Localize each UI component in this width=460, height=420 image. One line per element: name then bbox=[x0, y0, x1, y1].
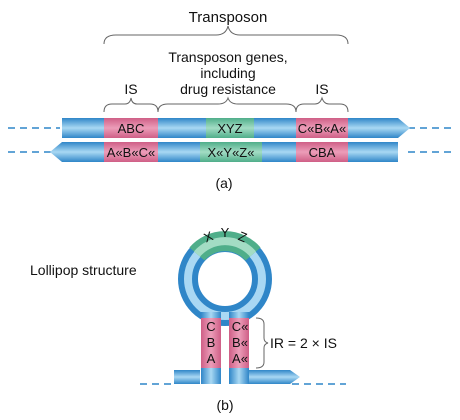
right-stem-is-segment bbox=[229, 318, 249, 368]
top-left-text: ABC bbox=[118, 121, 145, 136]
top-is-right-segment bbox=[296, 118, 348, 138]
genes-brace bbox=[157, 96, 297, 113]
top-middle-text: XYZ bbox=[217, 121, 242, 136]
part-b: Lollipop structure X Y Z C B A C« B« A« … bbox=[30, 225, 346, 413]
bottom-is-left-segment bbox=[104, 142, 158, 162]
left-stem-is-segment bbox=[201, 318, 221, 368]
bottom-strand: A«B«C« X«Y«Z« CBA bbox=[8, 142, 452, 162]
part-a: Transposon Transposon genes, including d… bbox=[8, 9, 452, 191]
caption-a: (a) bbox=[215, 175, 232, 191]
lollipop-label: Lollipop structure bbox=[30, 262, 137, 278]
left-stem-letter-1: C bbox=[206, 319, 215, 334]
is-right-label: IS bbox=[315, 81, 328, 97]
genes-label-line3: drug resistance bbox=[180, 81, 276, 97]
transposon-title: Transposon bbox=[189, 9, 268, 26]
left-stem-letter-3: A bbox=[207, 351, 216, 366]
bottom-is-right-segment bbox=[296, 142, 348, 162]
ir-bracket bbox=[255, 317, 269, 369]
bottom-right-text: CBA bbox=[309, 145, 336, 160]
bottom-left-text: A«B«C« bbox=[107, 145, 155, 160]
right-stem-letter-1: C« bbox=[232, 319, 249, 334]
genes-label-line1: Transposon genes, bbox=[168, 49, 287, 65]
is-left-label: IS bbox=[124, 81, 137, 97]
is-right-brace bbox=[295, 96, 349, 113]
top-strand: ABC XYZ C«B«A« bbox=[8, 118, 452, 138]
loop-letter-y: Y bbox=[221, 225, 230, 240]
genes-label-line2: including bbox=[200, 65, 255, 81]
transposon-brace bbox=[103, 25, 349, 45]
caption-b: (b) bbox=[216, 397, 233, 413]
top-genes-segment bbox=[206, 118, 254, 138]
top-right-text: C«B«A« bbox=[298, 121, 346, 136]
left-stem-letter-2: B bbox=[207, 335, 216, 350]
right-stem-letter-2: B« bbox=[232, 335, 248, 350]
ir-label: IR = 2 × IS bbox=[270, 335, 337, 351]
bottom-middle-text: X«Y«Z« bbox=[208, 145, 255, 160]
right-stem-letter-3: A« bbox=[232, 351, 248, 366]
bottom-genes-segment bbox=[200, 142, 262, 162]
is-left-brace bbox=[103, 97, 159, 113]
top-is-left-segment bbox=[104, 118, 158, 138]
